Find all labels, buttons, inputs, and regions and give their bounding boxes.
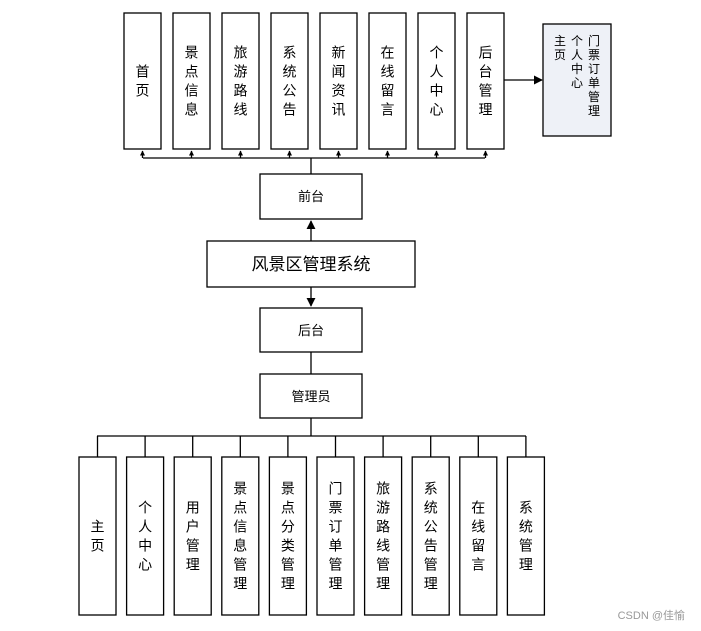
back-module-label: 主页 [91,520,105,555]
front-module-label: 新闻资讯 [332,46,346,119]
back-module-label: 系统管理 [519,501,533,574]
front-module-box [172,12,211,150]
back-module-box [506,456,546,616]
front-module-label: 系统公告 [283,46,297,119]
front-module-label: 在线留言 [381,46,395,119]
front-module-box [466,12,505,150]
side-box-line: 主页 [554,34,566,62]
back-module-label: 在线留言 [471,501,485,574]
front-module-box [368,12,407,150]
back-module-label: 系统公告管理 [424,482,438,593]
admin-box [259,373,363,419]
system-title: 风景区管理系统 [252,255,371,275]
front-module-box [123,12,162,150]
front-module-box [417,12,456,150]
watermark: CSDN @佳愉 [617,610,685,622]
back-module-label: 个人中心 [138,501,152,574]
back-module-label: 旅游路线管理 [376,482,390,593]
back-module-box [316,456,355,616]
front-module-label: 后台管理 [479,46,493,119]
front-module-box [270,12,309,150]
back-module-box [411,456,450,616]
back-module-box [173,456,212,616]
back-module-box [221,456,260,616]
back-box [259,307,363,353]
system-title-box [206,240,416,288]
side-box-line: 门票订单管理 [588,33,600,118]
front-module-label: 个人中心 [430,46,444,119]
front-label: 前台 [298,189,324,205]
front-module-box [319,12,358,150]
back-module-box [125,456,165,616]
front-box [259,173,363,220]
front-module-label: 旅游路线 [234,46,248,119]
back-module-box [78,456,117,616]
back-module-label: 景点分类管理 [281,482,295,593]
side-box [542,23,612,137]
back-module-box [363,456,403,616]
back-module-box [459,456,498,616]
front-module-label: 首页 [136,65,150,100]
front-module-box [221,12,260,150]
front-module-label: 景点信息 [185,46,199,119]
back-label: 后台 [298,324,324,339]
admin-label: 管理员 [291,390,330,405]
back-module-label: 景点信息管理 [233,482,247,593]
side-box-line: 个人中心 [571,34,583,90]
back-module-label: 门票订单管理 [329,482,343,593]
back-module-box [268,456,308,616]
back-module-label: 用户管理 [186,501,200,574]
